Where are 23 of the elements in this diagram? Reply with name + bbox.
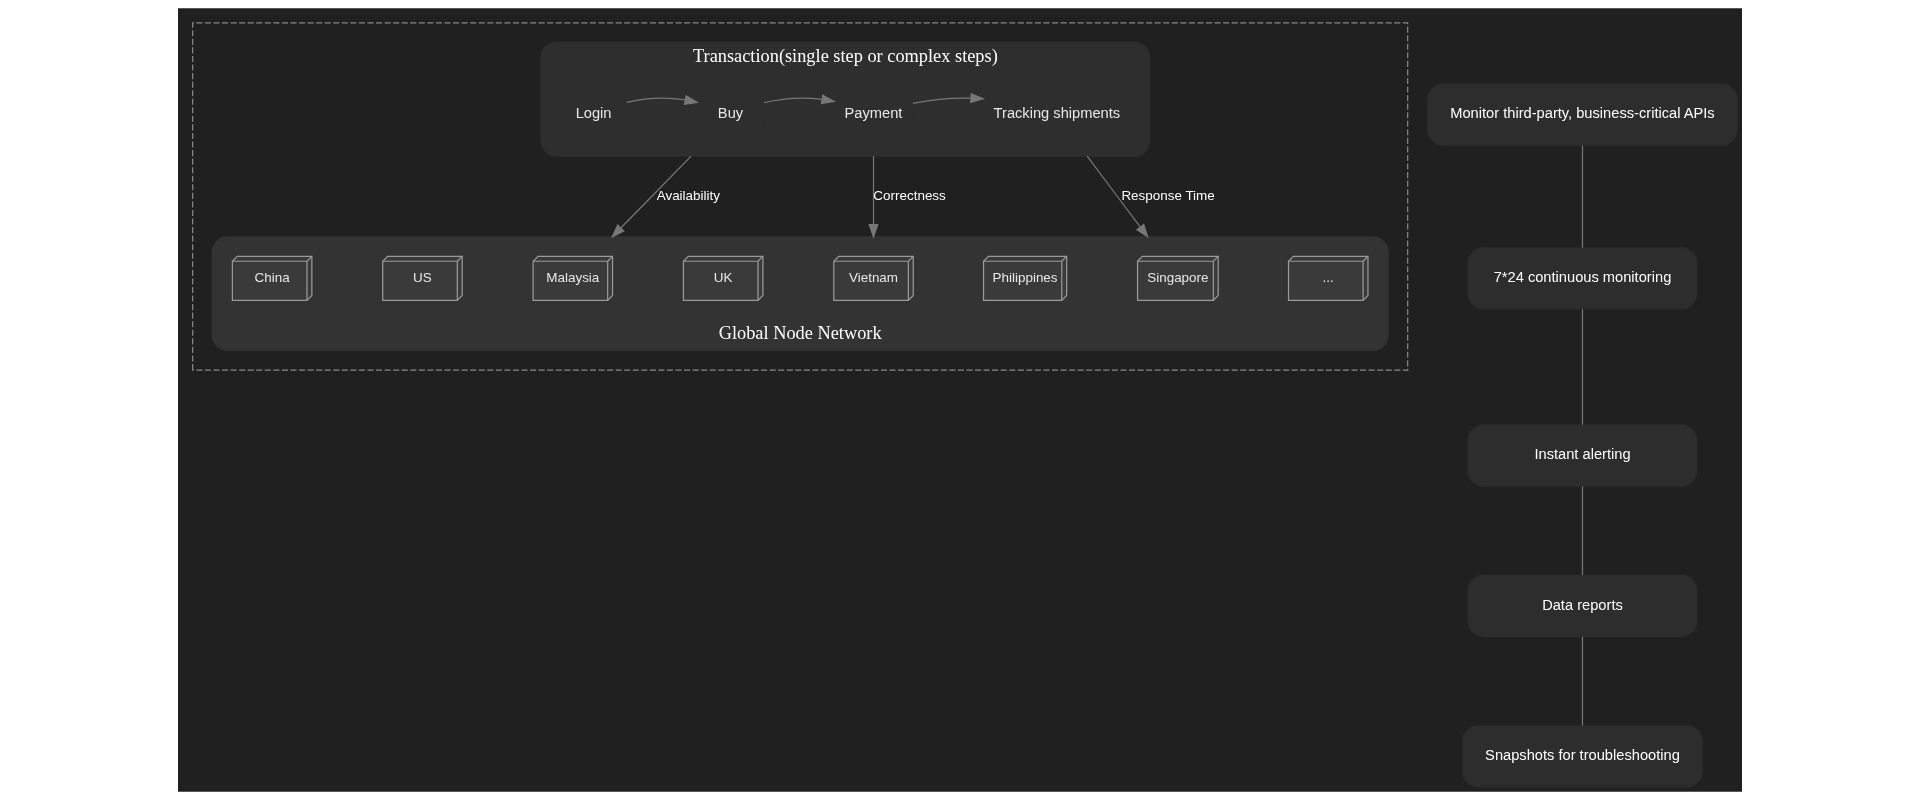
arrow <box>610 155 692 239</box>
node-box: Data reports <box>1467 574 1698 638</box>
node-text: Buy <box>717 105 744 122</box>
arrow <box>912 93 986 105</box>
node-box: 7*24 continuous monitoring <box>1467 247 1698 310</box>
edge-label: Response Time <box>1121 187 1215 203</box>
connector <box>1581 144 1584 249</box>
arrow <box>626 94 700 105</box>
arrow <box>763 94 836 105</box>
arrow <box>868 155 879 239</box>
node-text: Payment <box>844 105 903 122</box>
edge-label: Correctness <box>873 187 946 203</box>
cluster <box>192 22 1409 371</box>
connector <box>1581 636 1584 727</box>
connector <box>1581 308 1584 426</box>
node-box: Snapshots for troubleshooting <box>1462 725 1703 788</box>
node-box: Monitor third-party, business-critical APIs <box>1427 83 1738 146</box>
arrow <box>1086 155 1149 239</box>
edge-label: Availability <box>656 187 720 203</box>
node-text: Tracking shipments <box>993 105 1121 122</box>
connector <box>1581 485 1584 576</box>
node-box: Instant alerting <box>1467 424 1698 487</box>
node-text: Login <box>575 105 612 122</box>
